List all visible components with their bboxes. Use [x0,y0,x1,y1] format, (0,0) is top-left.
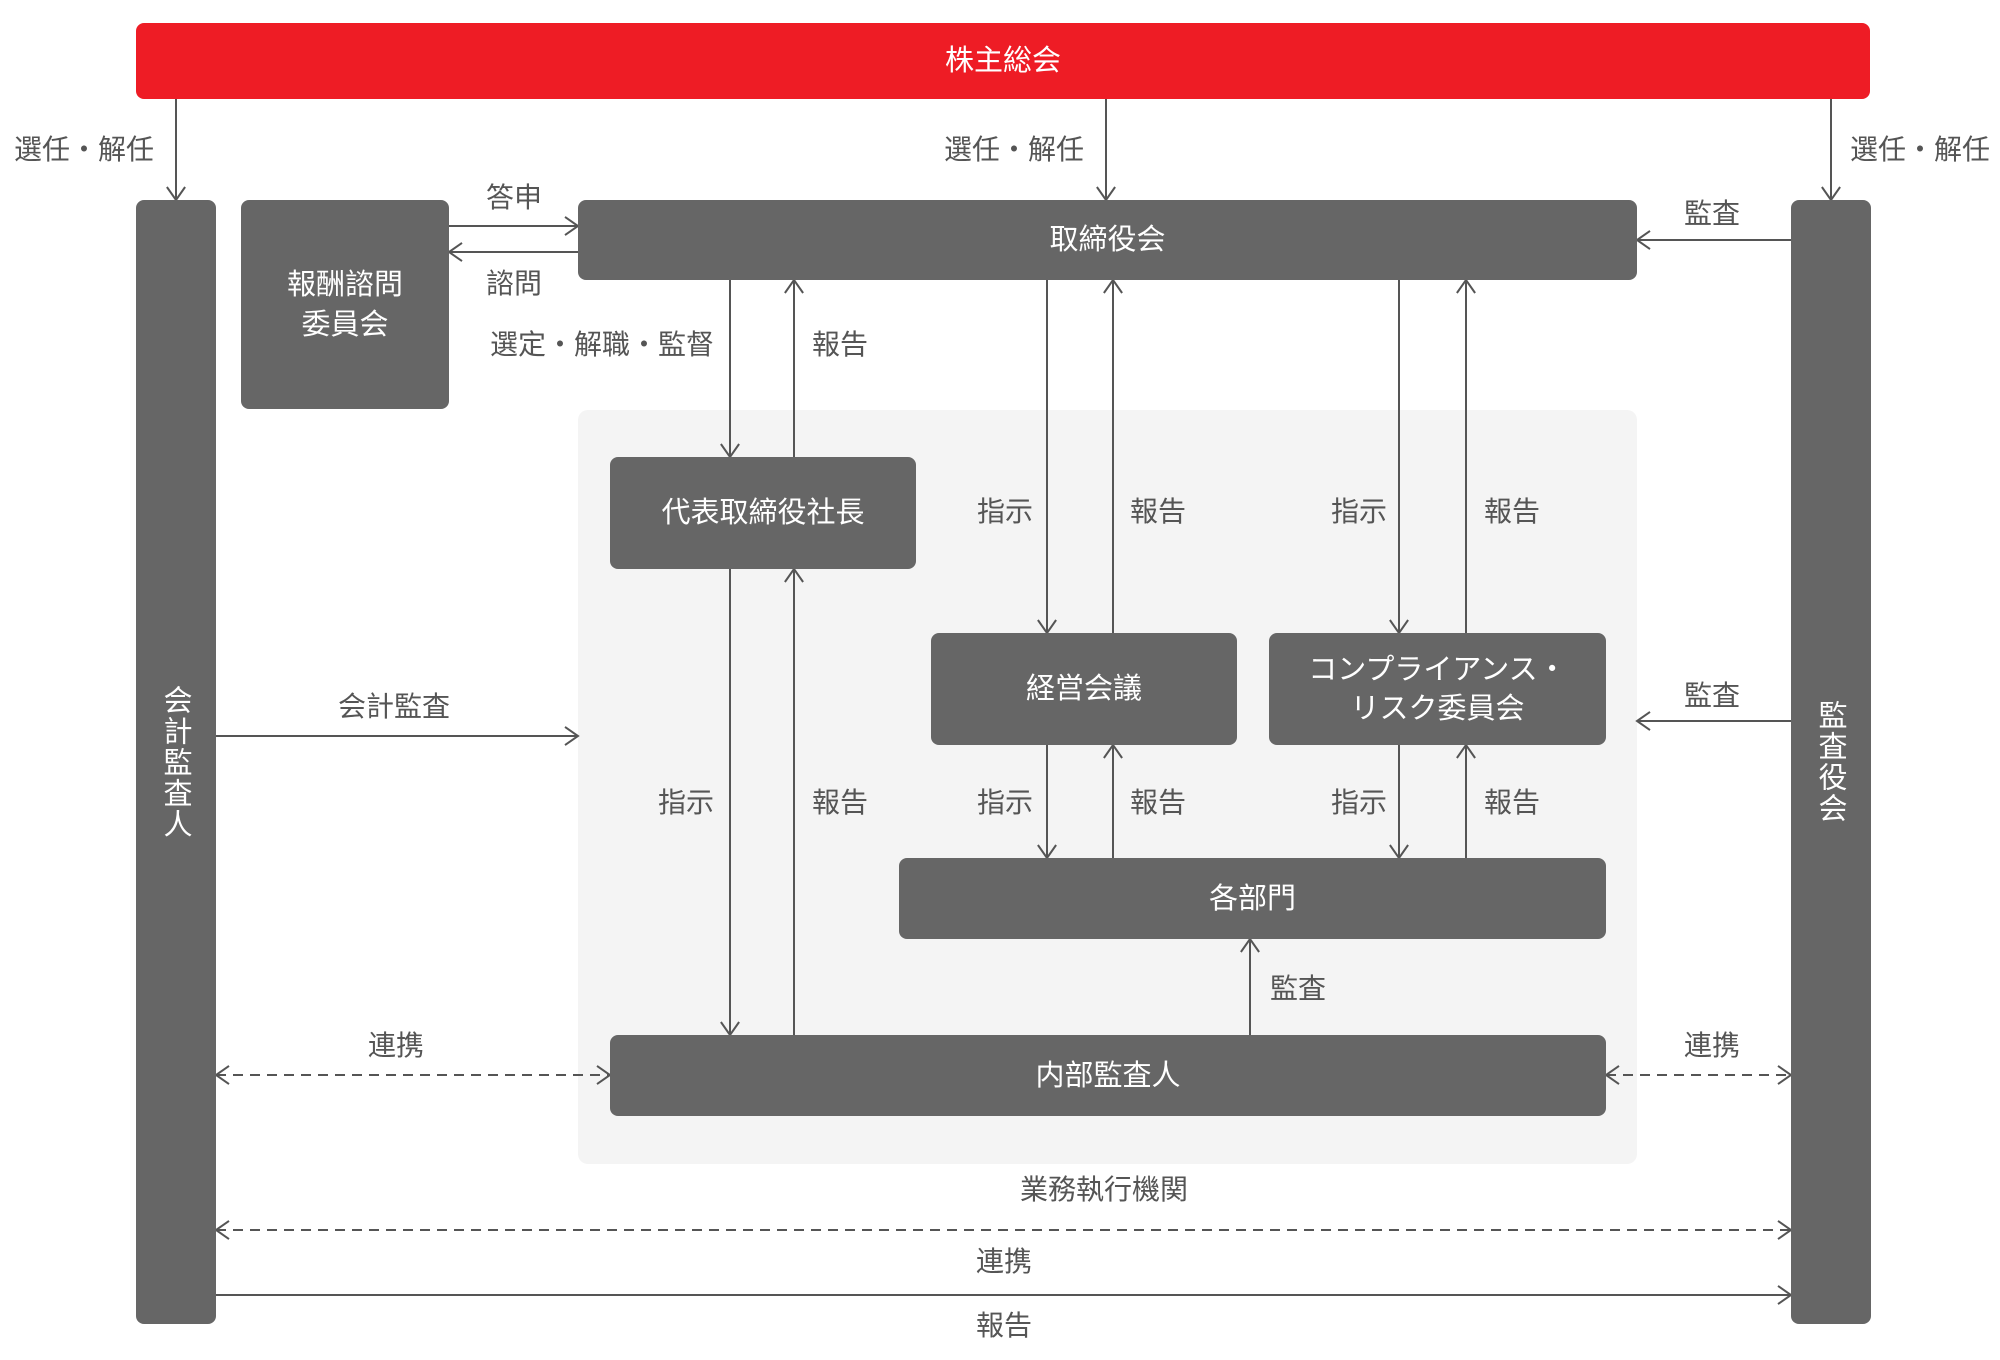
instruct-label-compliance-to-depts: 指示 [1331,786,1388,819]
report-arrow-depts-compliance-arrowhead [1456,743,1476,759]
instruct-label-mgmt-to-depts: 指示 [977,786,1034,819]
report-label-president-to-board: 報告 [812,328,869,361]
cooperation-arrow-right-arrowhead-start [1604,1065,1620,1085]
cooperation-label-bottom: 連携 [975,1245,1033,1278]
audit-arrow-compliance-arrowhead [1635,711,1651,731]
compliance-risk-committee-box: コンプライアンス・ リスク委員会 [1269,633,1606,745]
accounting-auditor-box: 会計監査人 [136,200,216,1324]
report-arrow-mgmt-board-arrowhead [1103,278,1123,294]
execution-organization-label: 業務執行機関 [1019,1173,1189,1206]
appoint-dismiss-label-center: 選任・解任 [944,133,1085,166]
report-arrow-compliance-board-arrowhead [1456,278,1476,294]
internal-auditor-box: 内部監査人 [610,1035,1606,1116]
cooperation-arrow-bottom-arrowhead-start [214,1220,230,1240]
instruct-label-board-to-mgmt: 指示 [977,495,1034,528]
internal-audit-label: 監査 [1270,972,1327,1005]
appoint-dismiss-label-left: 選任・解任 [14,133,155,166]
president-box: 代表取締役社長 [610,457,916,569]
accounting-audit-label: 会計監査 [338,690,451,723]
internal-audit-arrow-arrowhead [1240,937,1260,953]
audit-board-box: 監査役会 [1791,200,1871,1324]
consult-arrow-arrowhead [447,242,463,262]
report-label-mgmt-to-board: 報告 [1130,495,1187,528]
audit-arrow-board-arrowhead [1635,230,1651,250]
report-arrow-president-board-arrowhead [784,278,804,294]
report-answer-label: 答申 [485,181,543,214]
accounting-auditor-label: 会計監査人 [159,684,193,840]
report-label-depts-to-mgmt: 報告 [1130,786,1187,819]
departments-box: 各部門 [899,858,1606,939]
report-label-compliance-to-board: 報告 [1484,495,1541,528]
accounting-audit-arrow-arrowhead [564,726,580,746]
report-arrow-internal-president-arrowhead [784,567,804,583]
board-of-directors-box: 取締役会 [578,200,1637,280]
instruct-label-president-to-internal: 指示 [658,786,715,819]
cooperation-arrow-left-arrowhead-start [214,1065,230,1085]
audit-label-compliance: 監査 [1684,679,1741,712]
instruct-label-board-to-compliance: 指示 [1331,495,1388,528]
report-label-bottom: 報告 [975,1309,1033,1342]
report-arrow-depts-mgmt-arrowhead [1103,743,1123,759]
report-label-internal-to-president: 報告 [812,786,869,819]
audit-board-label: 監査役会 [1814,700,1848,824]
appoint-dismiss-label-right: 選任・解任 [1850,133,1991,166]
cooperation-label-left: 連携 [368,1029,425,1062]
management-meeting-box: 経営会議 [931,633,1237,745]
consult-label: 諮問 [485,267,543,300]
cooperation-label-right: 連携 [1684,1029,1741,1062]
compensation-committee-box: 報酬諮問 委員会 [241,200,449,409]
audit-label-board: 監査 [1684,197,1741,230]
select-dismiss-supervise-label: 選定・解職・監督 [490,328,715,361]
report-label-depts-to-compliance: 報告 [1484,786,1541,819]
shareholders-meeting-box: 株主総会 [136,23,1870,99]
